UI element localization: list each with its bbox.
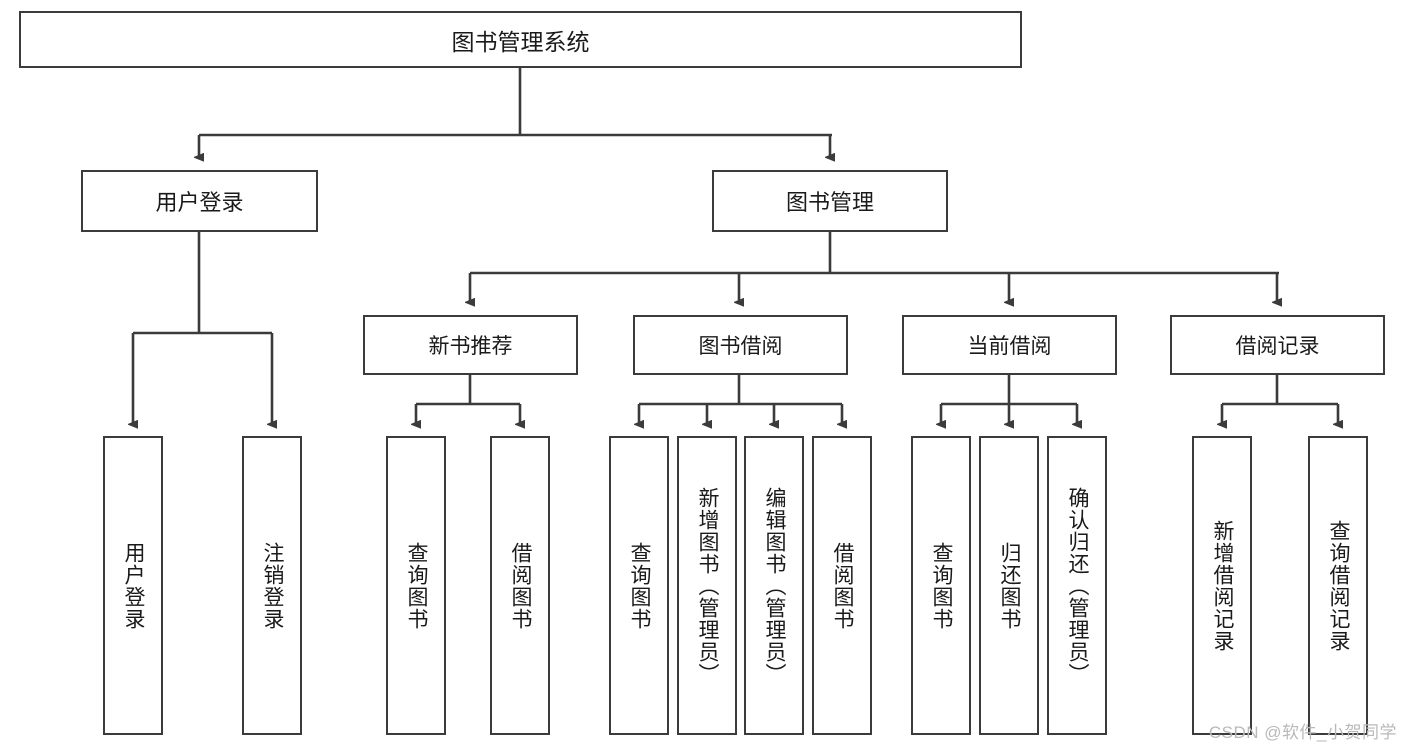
node-leaf-borrow-book-1-label: 借阅图书 bbox=[509, 541, 533, 630]
node-book-borrow-label: 图书借阅 bbox=[698, 335, 783, 358]
node-leaf-borrow-book-1[interactable]: 借阅图书 bbox=[490, 436, 550, 735]
edge-userlogin-to-leaves bbox=[133, 232, 272, 424]
node-leaf-edit-book[interactable]: 编辑图书（管理员） bbox=[744, 436, 804, 735]
watermark-text: CSDN @软件_小贺同学 bbox=[1208, 723, 1397, 742]
node-leaf-add-book-label: 新增图书（管理员） bbox=[696, 486, 720, 685]
node-leaf-borrow-book-2-label: 借阅图书 bbox=[831, 541, 855, 630]
node-leaf-user-logout-label: 注销登录 bbox=[261, 541, 285, 630]
node-user-login[interactable]: 用户登录 bbox=[81, 170, 318, 232]
node-borrow-record[interactable]: 借阅记录 bbox=[1170, 315, 1385, 375]
node-leaf-borrow-book-2[interactable]: 借阅图书 bbox=[812, 436, 872, 735]
node-leaf-return-book-label: 归还图书 bbox=[998, 541, 1022, 630]
node-current-borrow[interactable]: 当前借阅 bbox=[902, 315, 1117, 375]
edge-borrowrecord-to-leaves bbox=[1222, 375, 1338, 424]
node-leaf-query-book-3[interactable]: 查询图书 bbox=[911, 436, 971, 735]
node-new-book-rec[interactable]: 新书推荐 bbox=[363, 315, 578, 375]
node-leaf-add-book[interactable]: 新增图书（管理员） bbox=[677, 436, 737, 735]
node-leaf-query-record-label: 查询借阅记录 bbox=[1327, 519, 1351, 652]
node-new-book-rec-label: 新书推荐 bbox=[428, 335, 513, 358]
node-book-manage-label: 图书管理 bbox=[785, 190, 874, 215]
node-leaf-edit-book-label: 编辑图书（管理员） bbox=[763, 486, 787, 685]
node-leaf-user-login-label: 用户登录 bbox=[122, 541, 146, 630]
node-user-login-label: 用户登录 bbox=[155, 190, 244, 215]
node-leaf-query-record[interactable]: 查询借阅记录 bbox=[1308, 436, 1368, 735]
node-leaf-add-record-label: 新增借阅记录 bbox=[1211, 519, 1235, 652]
edge-bookborrow-to-leaves bbox=[639, 375, 842, 424]
node-leaf-add-record[interactable]: 新增借阅记录 bbox=[1192, 436, 1252, 735]
node-book-borrow[interactable]: 图书借阅 bbox=[633, 315, 848, 375]
node-root[interactable]: 图书管理系统 bbox=[19, 11, 1022, 68]
node-leaf-return-book[interactable]: 归还图书 bbox=[979, 436, 1039, 735]
edge-newbook-to-leaves bbox=[416, 375, 520, 424]
edge-bookmanage-to-level2 bbox=[470, 232, 1279, 302]
node-current-borrow-label: 当前借阅 bbox=[967, 335, 1052, 358]
node-root-label: 图书管理系统 bbox=[451, 28, 590, 55]
node-leaf-confirm-return-label: 确认归还（管理员） bbox=[1066, 486, 1090, 685]
edge-root-to-level1 bbox=[199, 68, 832, 157]
node-leaf-user-logout[interactable]: 注销登录 bbox=[242, 436, 302, 735]
node-leaf-query-book-3-label: 查询图书 bbox=[930, 541, 954, 630]
node-leaf-confirm-return[interactable]: 确认归还（管理员） bbox=[1047, 436, 1107, 735]
node-borrow-record-label: 借阅记录 bbox=[1235, 335, 1320, 358]
node-leaf-user-login[interactable]: 用户登录 bbox=[103, 436, 163, 735]
node-leaf-query-book-2-label: 查询图书 bbox=[628, 541, 652, 630]
node-leaf-query-book-1[interactable]: 查询图书 bbox=[386, 436, 446, 735]
node-book-manage[interactable]: 图书管理 bbox=[712, 170, 948, 232]
node-leaf-query-book-1-label: 查询图书 bbox=[405, 541, 429, 630]
edge-currentborrow-to-leaves bbox=[941, 375, 1077, 424]
node-leaf-query-book-2[interactable]: 查询图书 bbox=[609, 436, 669, 735]
